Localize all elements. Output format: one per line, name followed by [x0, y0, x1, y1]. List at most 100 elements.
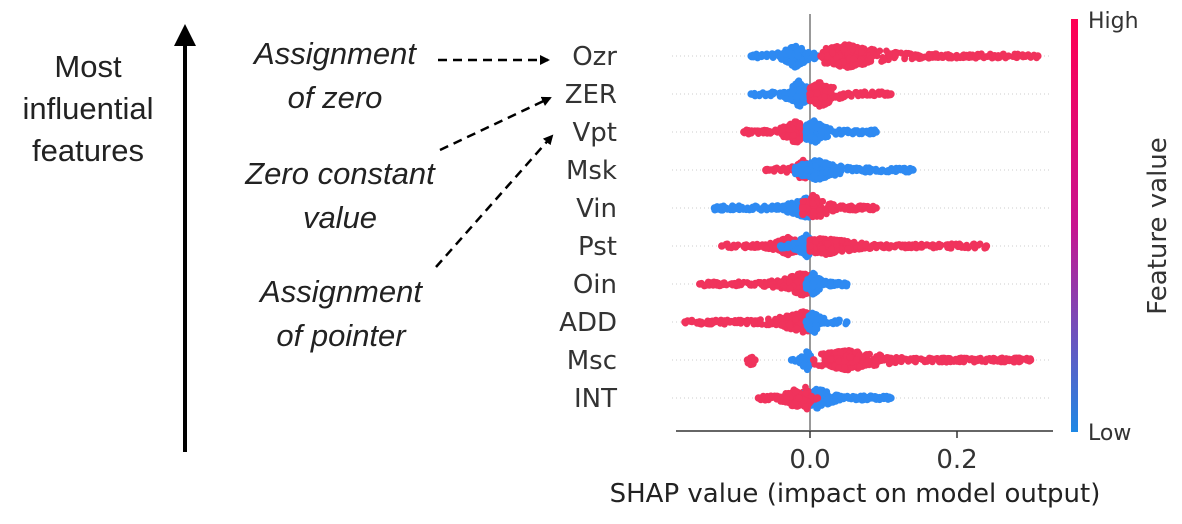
- shap-point: [904, 357, 912, 365]
- shap-point: [878, 88, 886, 96]
- shap-point: [795, 101, 803, 109]
- feature-label-ozr: Ozr: [572, 42, 617, 72]
- shap-point: [829, 49, 836, 57]
- shap-point: [850, 238, 858, 246]
- shap-point: [772, 204, 779, 211]
- shap-point: [854, 92, 862, 100]
- shap-point: [718, 242, 726, 250]
- shap-point: [758, 51, 766, 58]
- shap-point: [1009, 357, 1017, 364]
- colorbar-title: Feature value: [1143, 137, 1173, 315]
- shap-point: [844, 90, 851, 98]
- shap-point: [812, 162, 819, 170]
- shap-point: [802, 383, 809, 391]
- shap-point: [819, 245, 826, 252]
- annotation-3-line1: Assignment: [260, 274, 422, 309]
- shap-point: [773, 395, 781, 403]
- feature-label-vin: Vin: [576, 194, 617, 224]
- shap-point: [821, 59, 829, 67]
- influence-label: Most influential features: [0, 46, 176, 172]
- shap-point: [720, 279, 728, 287]
- shap-point: [867, 165, 875, 173]
- shap-point: [891, 50, 899, 58]
- swarm-oin-low-1: [802, 269, 851, 298]
- shap-point: [867, 245, 874, 252]
- shap-point: [832, 391, 840, 399]
- shap-point: [799, 211, 807, 219]
- shap-point: [750, 317, 758, 325]
- row-guides: [672, 55, 1050, 399]
- shap-point: [854, 395, 862, 403]
- shap-point: [873, 244, 880, 252]
- shap-point: [800, 161, 807, 169]
- shap-point: [733, 317, 740, 325]
- shap-point: [820, 319, 828, 327]
- shap-point: [794, 278, 802, 286]
- shap-point: [785, 58, 793, 66]
- influence-arrow-head: [174, 24, 196, 46]
- shap-point: [1024, 51, 1032, 59]
- shap-point: [858, 48, 865, 56]
- shap-point: [802, 128, 811, 136]
- shap-points: [681, 41, 1042, 413]
- shap-point: [763, 204, 770, 212]
- shap-point: [802, 280, 811, 288]
- shap-point: [681, 318, 689, 326]
- shap-point: [975, 53, 983, 60]
- shap-point: [974, 241, 982, 249]
- shap-point: [790, 131, 797, 139]
- shap-point: [732, 280, 740, 287]
- shap-point: [688, 316, 696, 324]
- shap-point: [880, 57, 888, 64]
- shap-point: [751, 356, 759, 364]
- shap-point: [824, 240, 832, 248]
- shap-point: [782, 95, 790, 103]
- shap-point: [887, 90, 895, 98]
- swarm-msk-low-1: [791, 157, 917, 184]
- shap-point: [822, 87, 830, 95]
- shap-point: [757, 319, 764, 327]
- shap-point: [829, 398, 837, 406]
- shap-point: [832, 238, 840, 245]
- shap-point: [843, 280, 851, 288]
- shap-point: [817, 282, 824, 289]
- shap-point: [956, 241, 964, 249]
- shap-point: [808, 122, 815, 129]
- shap-point: [787, 356, 796, 364]
- annotation-2-line1: Zero constant: [245, 156, 435, 191]
- shap-point: [976, 356, 984, 363]
- shap-point: [1034, 52, 1042, 60]
- shap-point: [827, 88, 835, 96]
- shap-point: [732, 243, 739, 251]
- shap-point: [944, 51, 952, 59]
- shap-point: [766, 318, 774, 326]
- shap-point: [710, 204, 719, 212]
- shap-point: [757, 279, 764, 286]
- shap-point: [862, 361, 870, 369]
- shap-point: [1000, 50, 1007, 58]
- shap-point: [888, 359, 895, 366]
- annotation-1-line2: of zero: [287, 80, 383, 115]
- shap-point: [887, 394, 895, 402]
- shap-point: [988, 356, 996, 364]
- shap-point: [798, 204, 807, 212]
- influence-label-line2: influential: [22, 91, 154, 126]
- shap-point: [799, 362, 807, 369]
- shap-point: [798, 59, 806, 66]
- shap-point: [802, 318, 811, 326]
- shap-point: [819, 198, 826, 205]
- shap-point: [785, 126, 793, 133]
- shap-point: [832, 131, 840, 138]
- annotation-arrow-vpt: [435, 134, 554, 268]
- shap-point: [815, 276, 823, 283]
- shap-point: [949, 241, 956, 249]
- shap-point: [843, 318, 851, 326]
- swarm-vin-high-1: [798, 191, 880, 221]
- shap-point: [900, 167, 908, 175]
- shap-point: [776, 242, 785, 250]
- shap-point: [1019, 355, 1027, 363]
- shap-point: [805, 48, 812, 56]
